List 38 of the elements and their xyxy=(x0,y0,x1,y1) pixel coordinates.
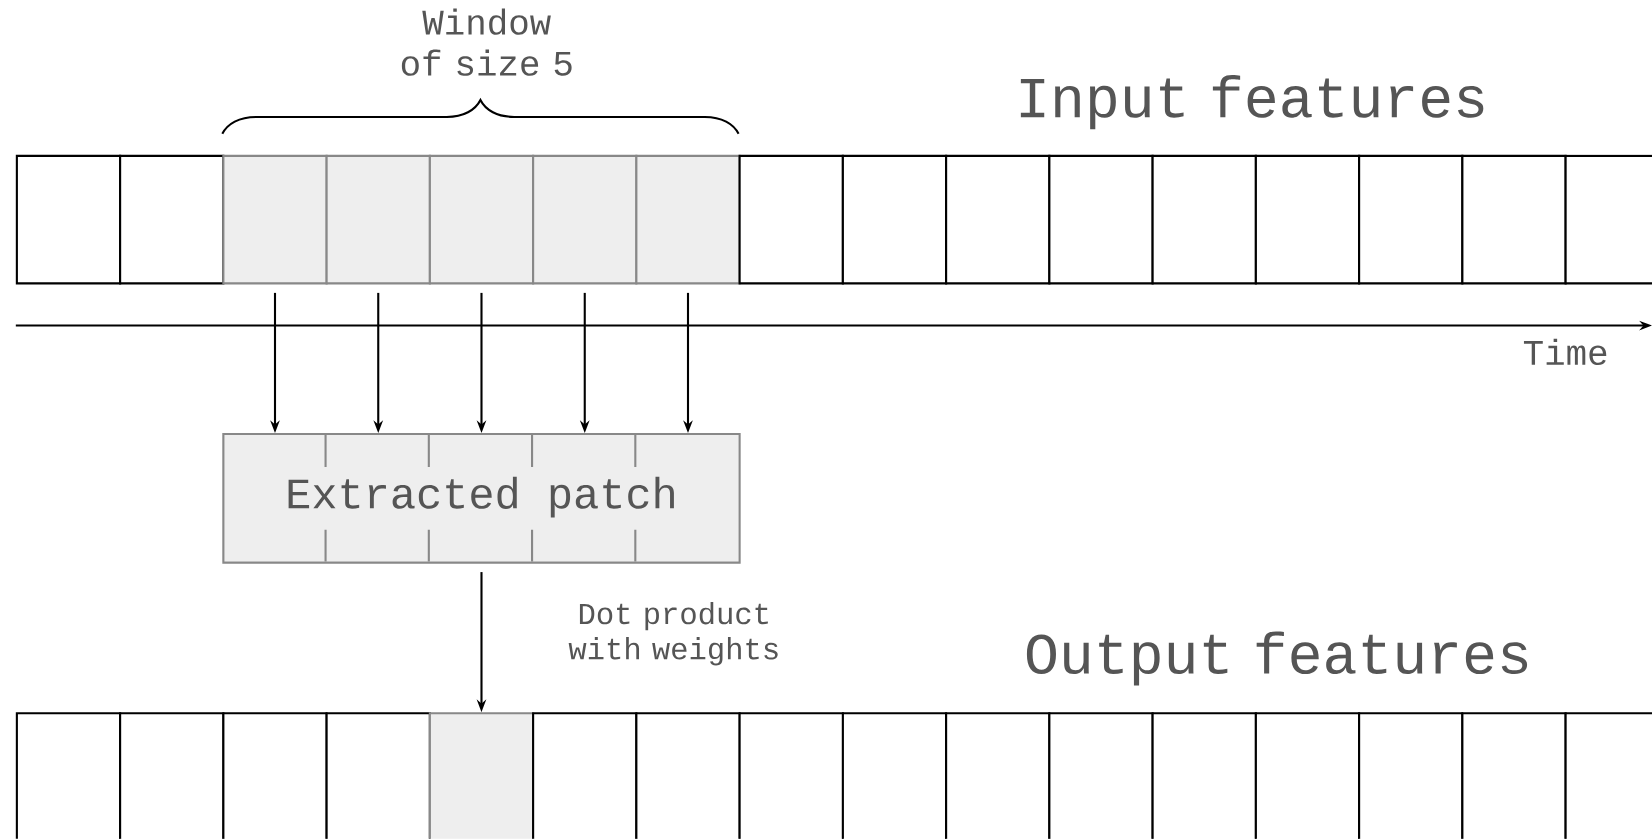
feature-cell xyxy=(945,155,1051,285)
feature-cell xyxy=(945,712,1051,839)
feature-cell xyxy=(222,712,328,839)
axis-label: Time xyxy=(1523,338,1607,366)
feature-cell xyxy=(1564,712,1652,839)
feature-cell xyxy=(635,712,741,839)
patch-box: Extracted patch xyxy=(222,433,741,564)
feature-cell xyxy=(15,712,122,839)
feature-cell xyxy=(635,155,741,285)
feature-cell xyxy=(325,712,431,839)
feature-cell xyxy=(841,712,948,839)
feature-cell xyxy=(1358,155,1464,285)
row-heading: Output features xyxy=(1026,631,1528,686)
feature-cell xyxy=(841,155,948,285)
feature-cell xyxy=(738,712,844,839)
feature-cell xyxy=(325,155,431,285)
window-size-label: Window of size 5 xyxy=(401,8,572,77)
feature-cell xyxy=(222,155,328,285)
feature-cell xyxy=(1151,155,1257,285)
feature-cell xyxy=(532,712,638,839)
feature-cell xyxy=(1048,155,1154,285)
feature-cell xyxy=(1358,712,1464,839)
feature-cell xyxy=(15,155,122,285)
feature-cell xyxy=(428,712,535,839)
feature-cell xyxy=(428,155,535,285)
feature-cell xyxy=(119,712,225,839)
feature-cell xyxy=(1151,712,1257,839)
feature-cell xyxy=(1564,155,1652,285)
feature-cell xyxy=(1461,155,1567,285)
feature-cell xyxy=(1254,712,1361,839)
feature-cell xyxy=(1461,712,1567,839)
feature-cell xyxy=(738,155,844,285)
feature-cell xyxy=(1048,712,1154,839)
feature-cell xyxy=(532,155,638,285)
row-heading: Input features xyxy=(1020,75,1484,130)
edge-label: Dot product with weights xyxy=(568,602,778,666)
feature-cell xyxy=(119,155,225,285)
feature-cell xyxy=(1254,155,1361,285)
